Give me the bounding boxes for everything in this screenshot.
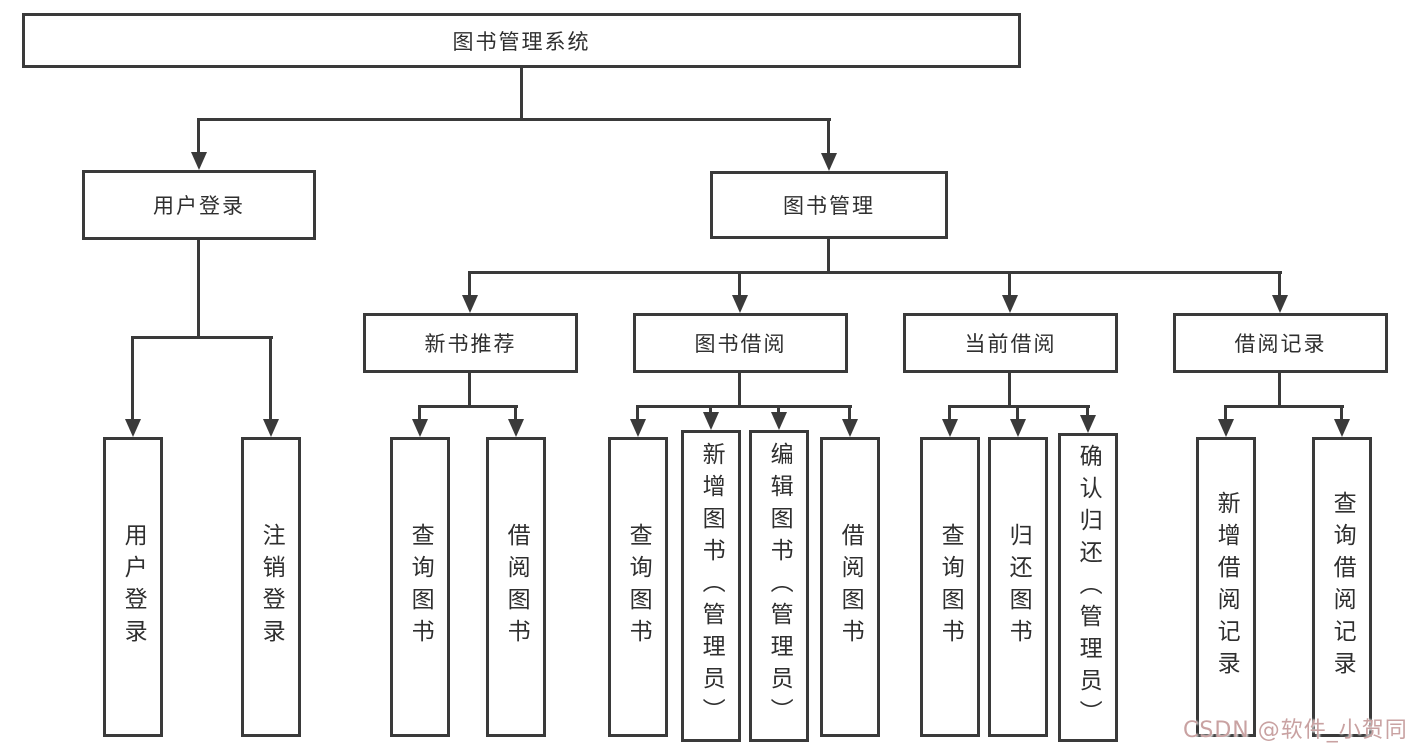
- connector-line: [848, 405, 851, 419]
- arrow-down-icon: [842, 419, 858, 437]
- connector-line: [131, 336, 273, 339]
- connector-line: [520, 68, 523, 118]
- arrow-down-icon: [263, 419, 279, 437]
- node-query-books-borrowing: 查询图书: [608, 437, 668, 737]
- connector-line: [1278, 271, 1281, 295]
- node-label: 借阅图书: [837, 523, 864, 651]
- arrow-down-icon: [1010, 419, 1026, 437]
- arrow-down-icon: [1002, 295, 1018, 313]
- connector-line: [636, 405, 639, 419]
- arrow-down-icon: [508, 419, 524, 437]
- node-label: 新增借阅记录: [1213, 491, 1240, 683]
- connector-line: [468, 373, 471, 405]
- connector-line: [418, 405, 421, 419]
- arrow-down-icon: [1334, 419, 1350, 437]
- arrow-down-icon: [1272, 295, 1288, 313]
- connector-line: [777, 405, 780, 412]
- node-label: 图书管理: [783, 194, 875, 218]
- connector-line: [131, 336, 134, 419]
- connector-line: [709, 405, 712, 412]
- connector-line: [948, 405, 1090, 408]
- node-label: 新书推荐: [424, 332, 517, 356]
- csdn-watermark: CSDN @软件_小贺同学: [1183, 718, 1405, 743]
- connector-line: [636, 405, 852, 408]
- connector-line: [197, 240, 200, 336]
- connector-line: [197, 118, 200, 152]
- node-user-login: 用户登录: [103, 437, 163, 737]
- node-current-borrowing: 当前借阅: [903, 313, 1118, 373]
- arrow-down-icon: [1080, 415, 1096, 433]
- node-borrow-books: 借阅图书: [820, 437, 880, 737]
- arrow-down-icon: [191, 152, 207, 170]
- node-add-books-admin: 新增图书（管理员）: [681, 430, 741, 742]
- node-label: 查询图书: [937, 523, 964, 651]
- node-label: 查询图书: [407, 523, 434, 651]
- connector-line: [827, 239, 830, 271]
- node-library-management-system: 图书管理系统: [22, 13, 1021, 68]
- connector-line: [738, 373, 741, 405]
- node-label: 编辑图书（管理员）: [766, 442, 793, 730]
- node-label: 新增图书（管理员）: [698, 442, 725, 730]
- connector-line: [514, 405, 517, 419]
- connector-line: [468, 271, 1282, 274]
- connector-line: [468, 271, 471, 295]
- node-label: 查询图书: [625, 523, 652, 651]
- connector-line: [418, 405, 518, 408]
- arrow-down-icon: [821, 153, 837, 171]
- node-label: 用户登录: [153, 194, 245, 218]
- connector-line: [738, 271, 741, 295]
- node-edit-books-admin: 编辑图书（管理员）: [749, 430, 809, 742]
- node-confirm-return-admin: 确认归还（管理员）: [1058, 433, 1118, 742]
- node-label: 注销登录: [258, 523, 285, 651]
- node-label: 用户登录: [120, 523, 147, 651]
- node-label: 确认归还（管理员）: [1075, 443, 1102, 732]
- node-query-books-current: 查询图书: [920, 437, 980, 737]
- node-borrowing-records: 借阅记录: [1173, 313, 1388, 373]
- node-label: 借阅图书: [503, 523, 530, 651]
- node-label: 借阅记录: [1234, 332, 1327, 356]
- node-label: 图书管理系统: [452, 29, 591, 54]
- connector-line: [1016, 405, 1019, 419]
- arrow-down-icon: [462, 295, 478, 313]
- connector-line: [1008, 373, 1011, 405]
- connector-line: [827, 118, 830, 153]
- node-borrow-books-recommend: 借阅图书: [486, 437, 546, 737]
- connector-line: [269, 336, 272, 419]
- node-query-borrow-record: 查询借阅记录: [1312, 437, 1372, 737]
- node-query-books-recommend: 查询图书: [390, 437, 450, 737]
- node-user-login-branch: 用户登录: [82, 170, 316, 240]
- connector-line: [1086, 405, 1089, 415]
- arrow-down-icon: [942, 419, 958, 437]
- connector-line: [1224, 405, 1227, 419]
- node-return-books: 归还图书: [988, 437, 1048, 737]
- node-book-borrowing: 图书借阅: [633, 313, 848, 373]
- arrow-down-icon: [412, 419, 428, 437]
- node-label: 当前借阅: [964, 332, 1057, 356]
- connector-line: [1008, 271, 1011, 295]
- arrow-down-icon: [630, 419, 646, 437]
- connector-line: [948, 405, 951, 419]
- arrow-down-icon: [1218, 419, 1234, 437]
- connector-line: [1224, 405, 1344, 408]
- node-label: 归还图书: [1005, 523, 1032, 651]
- arrow-down-icon: [771, 412, 787, 430]
- node-label: 图书借阅: [694, 332, 787, 356]
- arrow-down-icon: [703, 412, 719, 430]
- node-logout-login: 注销登录: [241, 437, 301, 737]
- node-new-book-recommendation: 新书推荐: [363, 313, 578, 373]
- node-add-borrow-record: 新增借阅记录: [1196, 437, 1256, 737]
- node-label: 查询借阅记录: [1329, 491, 1356, 683]
- node-book-management-branch: 图书管理: [710, 171, 948, 239]
- connector-line: [1278, 373, 1281, 405]
- arrow-down-icon: [125, 419, 141, 437]
- connector-line: [197, 118, 831, 121]
- connector-line: [1340, 405, 1343, 419]
- arrow-down-icon: [732, 295, 748, 313]
